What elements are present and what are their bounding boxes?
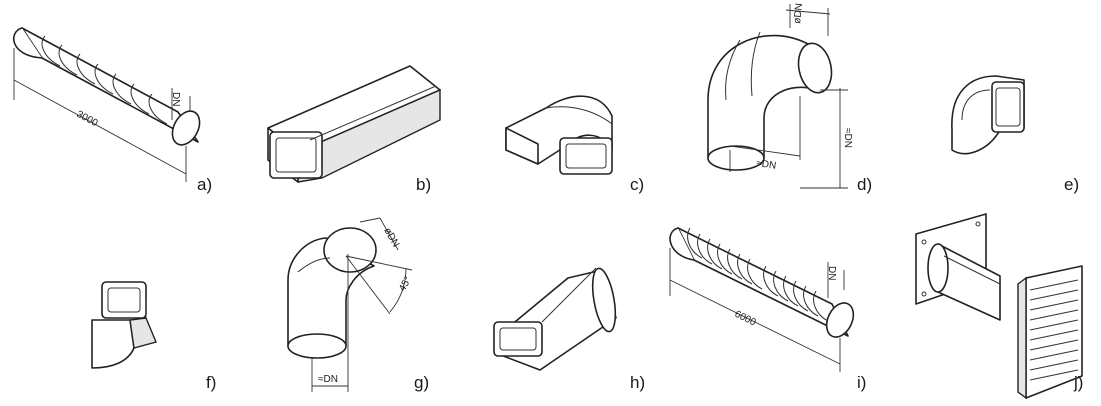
label-a: a) — [197, 175, 212, 194]
fitting-a-spiral-duct: DN 3000 — [13, 27, 201, 182]
fitting-i-spiral-duct: DN 6000 — [669, 227, 855, 372]
dim-d-2: ≈DN — [842, 128, 853, 148]
dim-g-0: øDN — [381, 226, 401, 249]
fitting-c-horizontal-bend — [505, 95, 613, 175]
dim-a-1: 3000 — [75, 109, 100, 129]
fitting-f-rectangular-tee — [91, 281, 157, 369]
label-g: g) — [414, 373, 429, 392]
label-f: f) — [206, 373, 216, 392]
label-d: d) — [857, 175, 872, 194]
label-b: b) — [416, 175, 431, 194]
dim-i-0: DN — [826, 266, 837, 280]
fitting-e-vertical-bend — [951, 75, 1025, 155]
dim-g-1: 45° — [397, 275, 414, 294]
dim-i-1: 6000 — [733, 309, 758, 329]
label-c: c) — [630, 175, 644, 194]
dim-d-0: øDN — [792, 3, 805, 25]
label-i: i) — [857, 373, 866, 392]
dim-g-2: ≈DN — [318, 374, 338, 385]
label-h: h) — [630, 373, 645, 392]
dim-d-1: ≈DN — [756, 158, 777, 172]
fitting-j-wall-vent — [915, 213, 1083, 400]
fitting-d-round-bend: øDN ≈DN ≈DN — [707, 3, 853, 189]
fitting-b-rectangular-duct — [267, 65, 441, 183]
fitting-h-transition — [493, 267, 617, 371]
dim-a-0: DN — [170, 92, 181, 106]
fitting-g-45-bend: øDN 45° ≈DN — [287, 217, 414, 392]
label-e: e) — [1064, 175, 1079, 194]
label-j: j) — [1073, 373, 1083, 392]
